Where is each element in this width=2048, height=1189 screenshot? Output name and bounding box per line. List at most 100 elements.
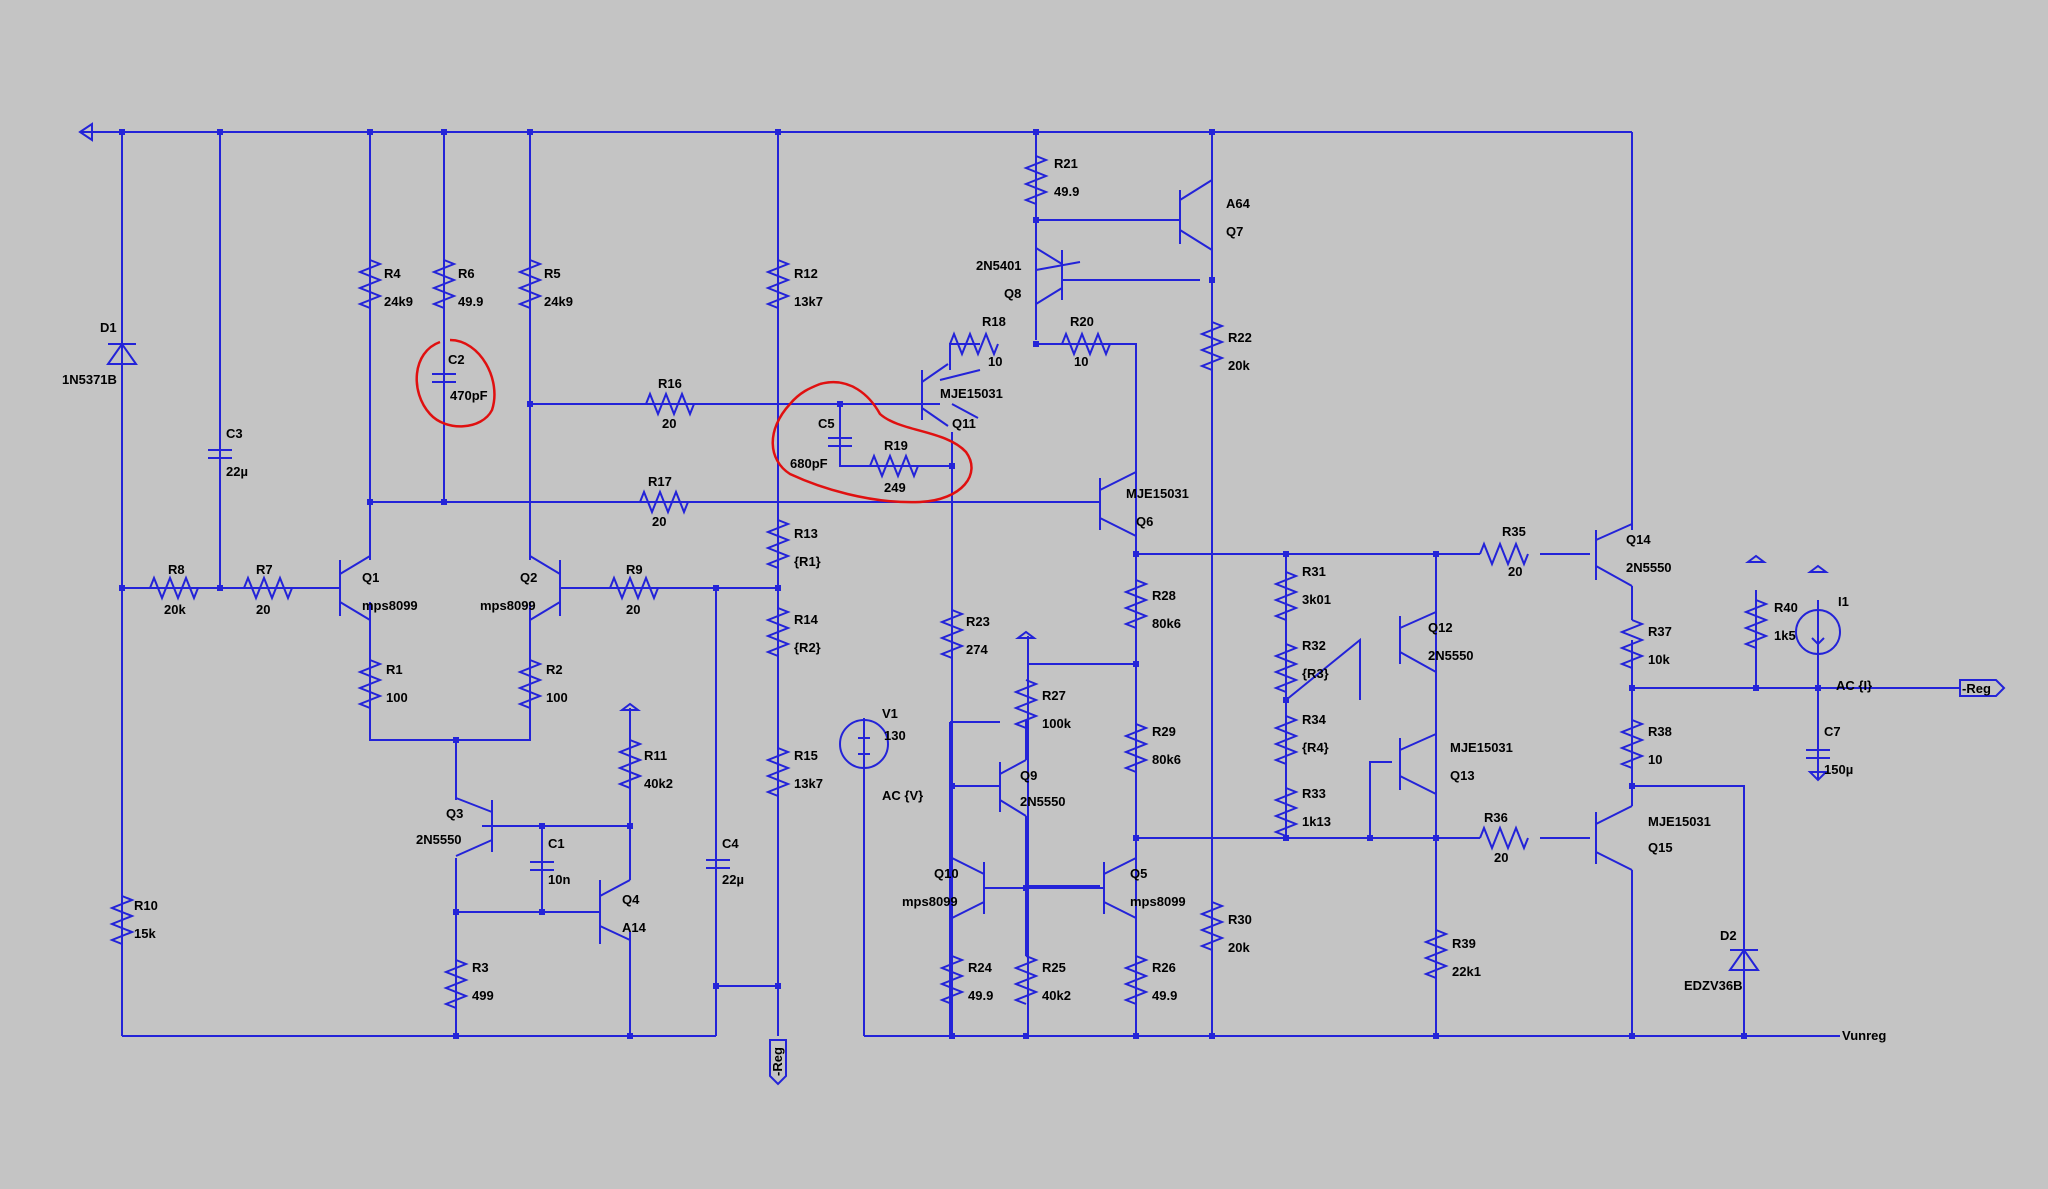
label-r21-value: 49.9	[1054, 184, 1079, 199]
label-r32-ref: R32	[1302, 638, 1326, 653]
resistor-r23	[939, 609, 965, 659]
transistor-q3	[455, 797, 493, 857]
label-r24-value: 49.9	[968, 988, 993, 1003]
label-q12-ref: Q12	[1428, 620, 1453, 635]
label-r10-value: 15k	[134, 926, 156, 941]
label-r6-ref: R6	[458, 266, 475, 281]
label-q1-value: mps8099	[362, 598, 418, 613]
resistor-r36	[1479, 825, 1529, 851]
transistor-q4	[599, 879, 631, 944]
labels: D1 1N5371B C3 22µ R8 20k R7 20 R10 15k R…	[62, 156, 1991, 1076]
resistor-r7	[243, 575, 293, 601]
label-r5-ref: R5	[544, 266, 561, 281]
voltage-source-v1	[839, 719, 889, 769]
label-r28-ref: R28	[1152, 588, 1176, 603]
label-v1-value: 130	[884, 728, 906, 743]
capacitor-c3	[208, 449, 232, 459]
highlight-c2	[415, 338, 496, 428]
label-q3-value: 2N5550	[416, 832, 462, 847]
label-d1-value: 1N5371B	[62, 372, 117, 387]
label-r25-value: 40k2	[1042, 988, 1071, 1003]
capacitor-c4	[706, 859, 730, 869]
supply-arrow-i1	[1807, 564, 1829, 573]
label-r17-value: 20	[652, 514, 666, 529]
capacitor-c2	[432, 373, 456, 383]
label-r36-value: 20	[1494, 850, 1508, 865]
label-r27-ref: R27	[1042, 688, 1066, 703]
label-q9-ref: Q9	[1020, 768, 1037, 783]
label-c1-value: 10n	[548, 872, 570, 887]
resistors	[109, 155, 1769, 1009]
label-r16-value: 20	[662, 416, 676, 431]
resistor-r10	[109, 895, 135, 945]
label-r33-value: 1k13	[1302, 814, 1331, 829]
label-r6-value: 49.9	[458, 294, 483, 309]
resistor-r37	[1619, 619, 1645, 669]
resistor-r22	[1199, 321, 1225, 371]
label-r7-ref: R7	[256, 562, 273, 577]
label-c2-value: 470pF	[450, 388, 488, 403]
label-r36-ref: R36	[1484, 810, 1508, 825]
label-q8-ref: Q8	[1004, 286, 1021, 301]
capacitor-c1	[530, 861, 554, 871]
label-q8-value: 2N5401	[976, 258, 1022, 273]
resistor-r26	[1123, 955, 1149, 1005]
label-r18-ref: R18	[982, 314, 1006, 329]
label-r14-ref: R14	[794, 612, 819, 627]
resistor-r18	[949, 331, 999, 357]
label-r8-value: 20k	[164, 602, 186, 617]
label-r19-ref: R19	[884, 438, 908, 453]
label-q2-ref: Q2	[520, 570, 537, 585]
resistor-r4	[357, 259, 383, 309]
label-r1-value: 100	[386, 690, 408, 705]
resistor-r24	[939, 955, 965, 1005]
resistor-r8	[149, 575, 199, 601]
transistor-q13	[1399, 733, 1437, 795]
junctions	[119, 129, 1821, 1039]
label-r10-ref: R10	[134, 898, 158, 913]
label-r26-ref: R26	[1152, 960, 1176, 975]
resistor-r3	[443, 959, 469, 1009]
label-r24-ref: R24	[968, 960, 993, 975]
label-q15-value: MJE15031	[1648, 814, 1711, 829]
resistor-r40	[1743, 599, 1769, 649]
transistor-q1	[330, 555, 371, 621]
resistor-r15	[765, 747, 791, 797]
label-r3-value: 499	[472, 988, 494, 1003]
label-q14-value: 2N5550	[1626, 560, 1672, 575]
label-q6-ref: Q6	[1136, 514, 1153, 529]
label-r23-ref: R23	[966, 614, 990, 629]
label-r23-value: 274	[966, 642, 988, 657]
label-ac-i: AC {I}	[1836, 678, 1872, 693]
label-q6-value: MJE15031	[1126, 486, 1189, 501]
label-r29-value: 80k6	[1152, 752, 1181, 767]
resistor-r6	[431, 259, 457, 309]
label-r20-value: 10	[1074, 354, 1088, 369]
transistor-q11	[921, 363, 949, 427]
label-r7-value: 20	[256, 602, 270, 617]
supply-arrow-r11	[619, 702, 641, 711]
resistor-r5	[517, 259, 543, 309]
label-r12-ref: R12	[794, 266, 818, 281]
resistor-r1	[357, 659, 383, 709]
label-r39-ref: R39	[1452, 936, 1476, 951]
label-i1-ref: I1	[1838, 594, 1849, 609]
label-r13-ref: R13	[794, 526, 818, 541]
resistor-r28	[1123, 579, 1149, 629]
label-r11-value: 40k2	[644, 776, 673, 791]
label-q4-value: A14	[622, 920, 647, 935]
label-r5-value: 24k9	[544, 294, 573, 309]
resistor-r17	[639, 489, 689, 515]
label-r12-value: 13k7	[794, 294, 823, 309]
label-r34-value: {R4}	[1302, 740, 1329, 755]
label-r40-ref: R40	[1774, 600, 1798, 615]
resistor-r12	[765, 259, 791, 309]
resistor-r25	[1013, 955, 1039, 1005]
resistor-r19	[869, 453, 919, 479]
ground-arrow-c7	[1807, 771, 1829, 782]
label-r22-value: 20k	[1228, 358, 1250, 373]
resistor-r13	[765, 519, 791, 569]
label-ac-v: AC {V}	[882, 788, 923, 803]
label-c5-ref: C5	[818, 416, 835, 431]
label-r37-ref: R37	[1648, 624, 1672, 639]
